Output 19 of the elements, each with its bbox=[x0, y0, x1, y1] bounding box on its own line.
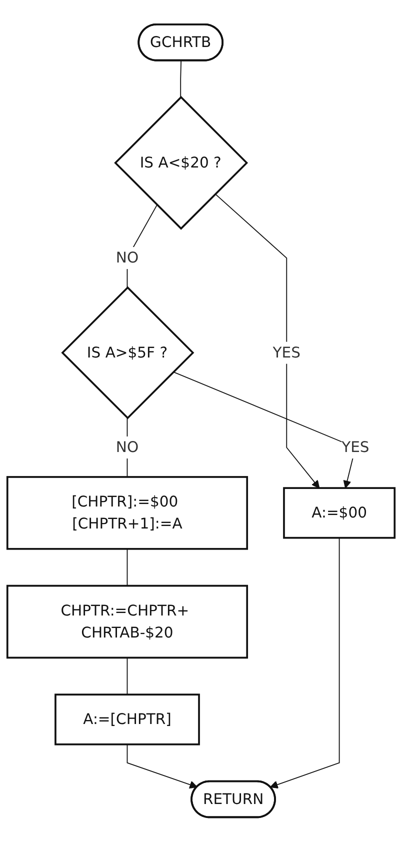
arrow bbox=[214, 193, 320, 488]
node-box: CHPTR:=CHPTR+ CHRTAB-$20 bbox=[6, 584, 248, 658]
connector bbox=[126, 548, 128, 586]
node-box: A:=[CHPTR] bbox=[54, 693, 200, 745]
edge-label: NO bbox=[116, 248, 139, 266]
connector bbox=[126, 204, 158, 288]
node-box: [CHPTR]:=$00 [CHPTR+1]:=A bbox=[6, 476, 248, 550]
edge-label: YES bbox=[272, 343, 300, 361]
arrow bbox=[172, 371, 356, 488]
edge-label: NO bbox=[116, 438, 139, 456]
node-diamond: IS A>$5F ? bbox=[61, 286, 194, 419]
node-box: A:=$00 bbox=[283, 486, 396, 538]
connector bbox=[180, 60, 182, 98]
connector bbox=[126, 656, 128, 695]
arrow bbox=[126, 744, 198, 788]
connector bbox=[126, 417, 128, 478]
node-diamond: IS A<$20 ? bbox=[114, 96, 248, 230]
arrow bbox=[270, 537, 340, 788]
edge-label: YES bbox=[342, 438, 370, 456]
